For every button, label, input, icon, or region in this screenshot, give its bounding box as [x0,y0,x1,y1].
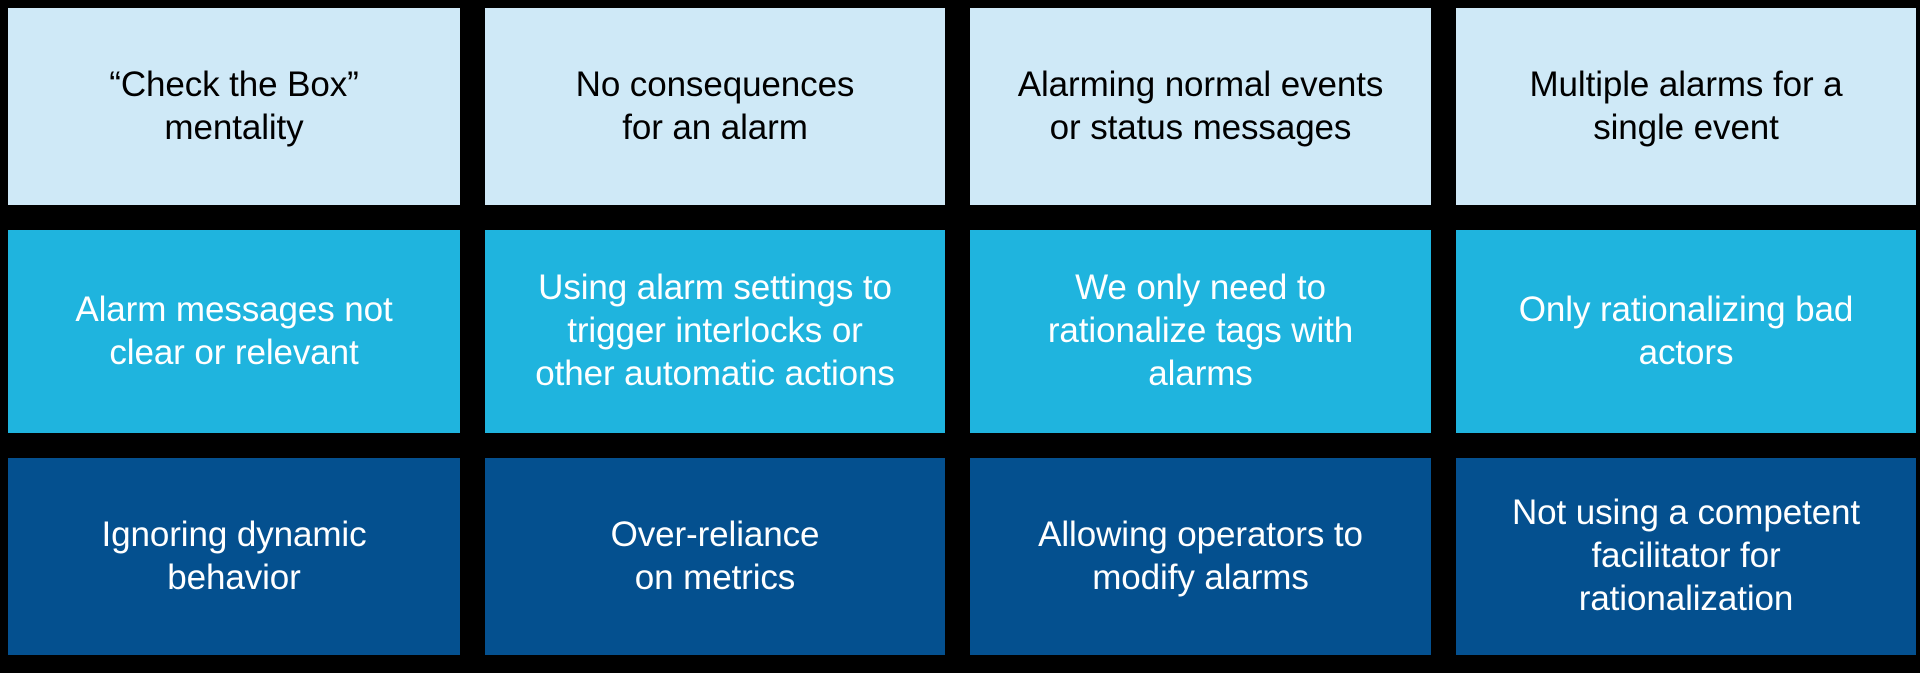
cell-label: Over-reliance on metrics [610,514,820,597]
grid-cell-r3c2: Over-reliance on metrics [485,458,945,655]
cell-label: Ignoring dynamic behavior [101,514,367,597]
grid-cell-r3c1: Ignoring dynamic behavior [8,458,460,655]
cell-label: We only need to rationalize tags with al… [1047,268,1354,393]
grid-cell-r1c4: Multiple alarms for a single event [1456,8,1916,205]
cell-label: Not using a competent facilitator for ra… [1511,493,1861,618]
grid-cell-r2c3: We only need to rationalize tags with al… [970,230,1431,433]
cell-label: Multiple alarms for a single event [1529,64,1843,147]
cell-label: Using alarm settings to trigger interloc… [535,268,895,393]
grid-cell-r3c4: Not using a competent facilitator for ra… [1456,458,1916,655]
cell-label: “Check the Box” mentality [109,64,359,147]
cell-label: Only rationalizing bad actors [1518,289,1854,372]
grid-cell-r2c1: Alarm messages not clear or relevant [8,230,460,433]
grid-cell-r1c2: No consequences for an alarm [485,8,945,205]
grid-cell-r3c3: Allowing operators to modify alarms [970,458,1431,655]
cell-label: Allowing operators to modify alarms [1038,514,1363,597]
grid-cell-r1c3: Alarming normal events or status message… [970,8,1431,205]
cell-label: Alarm messages not clear or relevant [75,289,393,372]
cell-label: No consequences for an alarm [575,64,855,147]
cell-label: Alarming normal events or status message… [1017,64,1384,147]
grid-cell-r2c4: Only rationalizing bad actors [1456,230,1916,433]
grid-cell-r2c2: Using alarm settings to trigger interloc… [485,230,945,433]
grid-cell-r1c1: “Check the Box” mentality [8,8,460,205]
